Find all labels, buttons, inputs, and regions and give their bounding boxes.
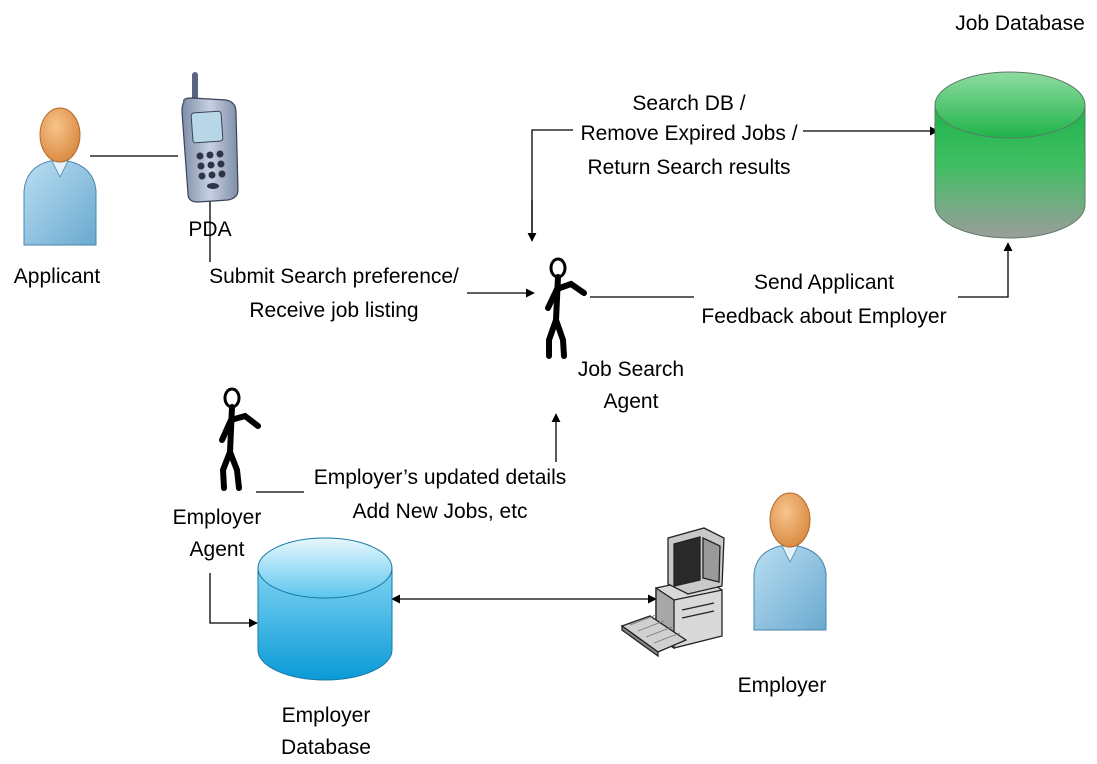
agent-to-jobdb-arrow <box>531 129 573 240</box>
pda-label: PDA <box>188 218 231 241</box>
search-db-label-line3: Return Search results <box>587 156 790 179</box>
send-feedback-label-line1: Send Applicant <box>754 271 894 294</box>
employer-updated-label-line1: Employer’s updated details <box>314 466 567 489</box>
job-search-agent-label-line2: Agent <box>604 390 659 413</box>
employer-agent-to-db-arrow <box>209 573 258 628</box>
computer-icon <box>620 527 725 658</box>
employer-agent-label-line2: Agent <box>190 538 245 561</box>
connectors <box>90 126 1013 628</box>
applicant-person-icon <box>23 107 97 246</box>
submit-search-label-line2: Receive job listing <box>249 299 418 322</box>
search-db-label-line2: Remove Expired Jobs / <box>580 122 797 145</box>
search-db-label-line1: Search DB / <box>632 92 745 115</box>
employer-person-icon <box>753 492 827 631</box>
submit-search-label-line1: Submit Search preference/ <box>209 265 459 288</box>
employer-database-cylinder-icon <box>257 537 393 681</box>
job-search-agent-stick-figure-icon <box>545 257 587 359</box>
employer-database-label-line1: Employer <box>282 704 371 727</box>
employer-agent-label-line1: Employer <box>173 506 262 529</box>
send-feedback-label-line2: Feedback about Employer <box>701 305 946 328</box>
feedback-to-db-arrow <box>958 242 1013 298</box>
labels: Job Database Applicant PDA Search DB / R… <box>14 12 1085 759</box>
applicant-label: Applicant <box>14 265 101 288</box>
employer-updated-label-line2: Add New Jobs, etc <box>352 500 527 523</box>
employer-database-label-line2: Database <box>281 736 371 759</box>
job-database-cylinder-icon <box>934 71 1086 239</box>
job-database-label: Job Database <box>955 12 1085 35</box>
employer-label: Employer <box>738 674 827 697</box>
job-search-agent-label-line1: Job Search <box>578 358 684 381</box>
pda-phone-icon <box>181 72 239 203</box>
employer-agent-stick-figure-icon <box>219 387 261 491</box>
